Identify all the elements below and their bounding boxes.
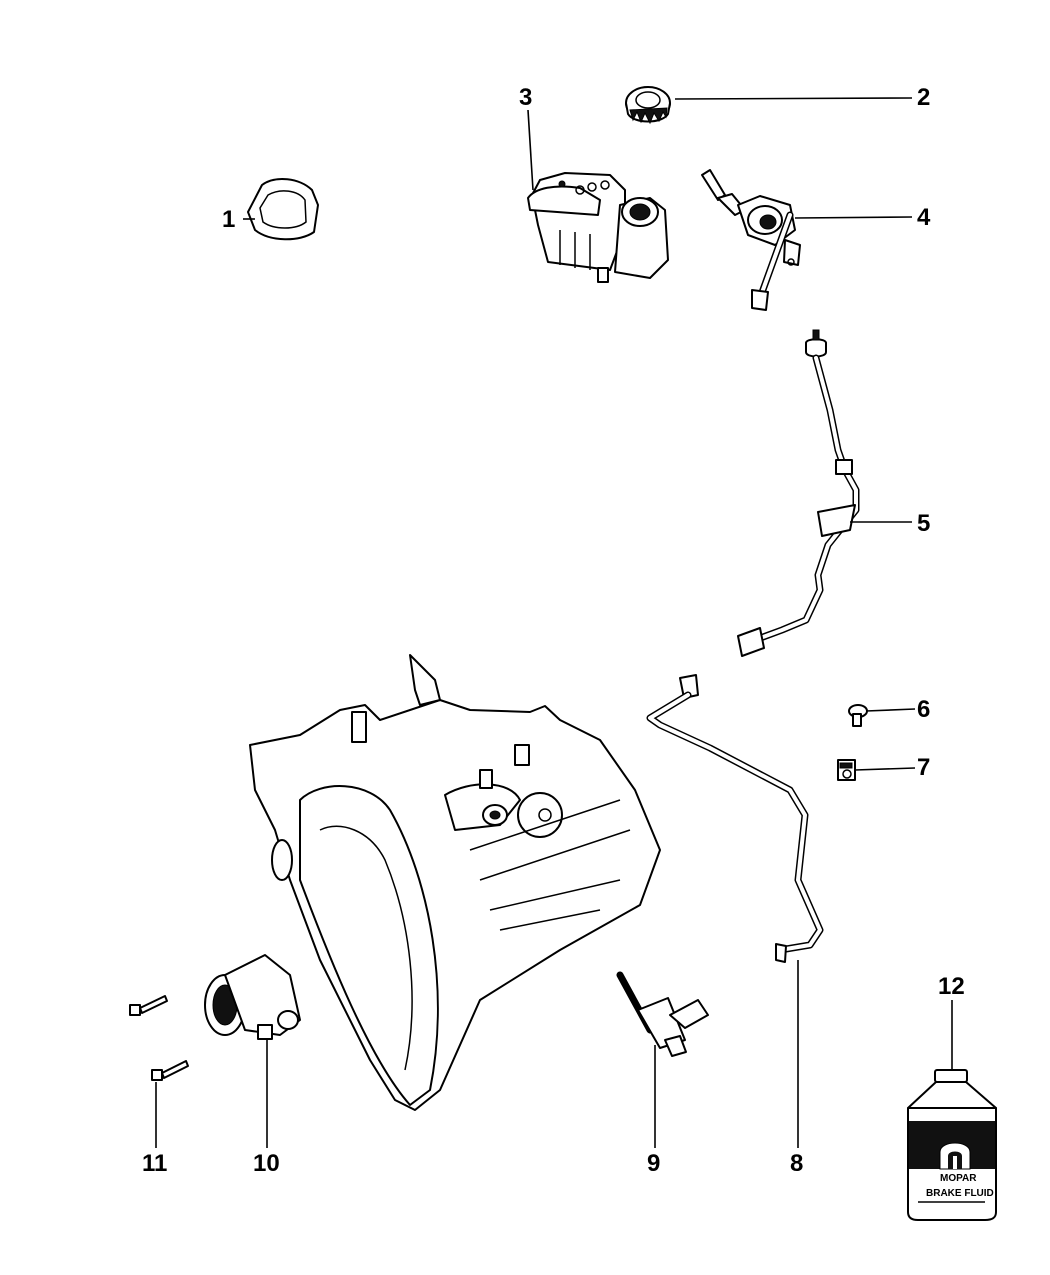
part-1-gasket[interactable] xyxy=(247,178,319,241)
part-9-bleeder-fitting[interactable] xyxy=(616,971,709,1057)
part-11-bolts[interactable] xyxy=(129,995,189,1081)
leader-7 xyxy=(854,767,916,771)
bottle-product: BRAKE FLUID xyxy=(926,1188,994,1199)
part-10-slave-cylinder[interactable] xyxy=(204,954,301,1040)
leader-3 xyxy=(527,109,534,191)
callout-6[interactable]: 6 xyxy=(917,696,931,723)
callout-9[interactable]: 9 xyxy=(647,1150,661,1177)
callout-2[interactable]: 2 xyxy=(917,84,931,111)
part-6-bolt[interactable] xyxy=(848,704,868,727)
leader-6 xyxy=(865,708,916,712)
callout-1[interactable]: 1 xyxy=(222,206,236,233)
part-3-fluid-reservoir[interactable] xyxy=(527,172,669,283)
part-5-hydraulic-hose[interactable] xyxy=(737,329,860,657)
callout-12[interactable]: 12 xyxy=(938,973,965,1000)
callout-3[interactable]: 3 xyxy=(519,84,533,111)
callout-7[interactable]: 7 xyxy=(917,754,931,781)
callout-8[interactable]: 8 xyxy=(790,1150,804,1177)
part-7-clip[interactable] xyxy=(837,759,856,781)
part-4-master-cylinder[interactable] xyxy=(701,169,801,311)
part-8-hydraulic-tube[interactable] xyxy=(646,674,824,963)
callout-4[interactable]: 4 xyxy=(917,204,931,231)
callout-11[interactable]: 11 xyxy=(142,1150,168,1177)
leader-2 xyxy=(674,97,913,100)
callout-5[interactable]: 5 xyxy=(917,510,931,537)
part-2-reservoir-cap[interactable] xyxy=(625,86,671,125)
bottle-brand: MOPAR xyxy=(940,1173,977,1184)
callout-10[interactable]: 10 xyxy=(253,1150,280,1177)
transmission-assembly[interactable] xyxy=(249,654,661,1111)
leader-4 xyxy=(794,216,913,219)
part-12-brake-fluid-bottle[interactable]: MOPAR BRAKE FLUID xyxy=(907,1069,997,1221)
